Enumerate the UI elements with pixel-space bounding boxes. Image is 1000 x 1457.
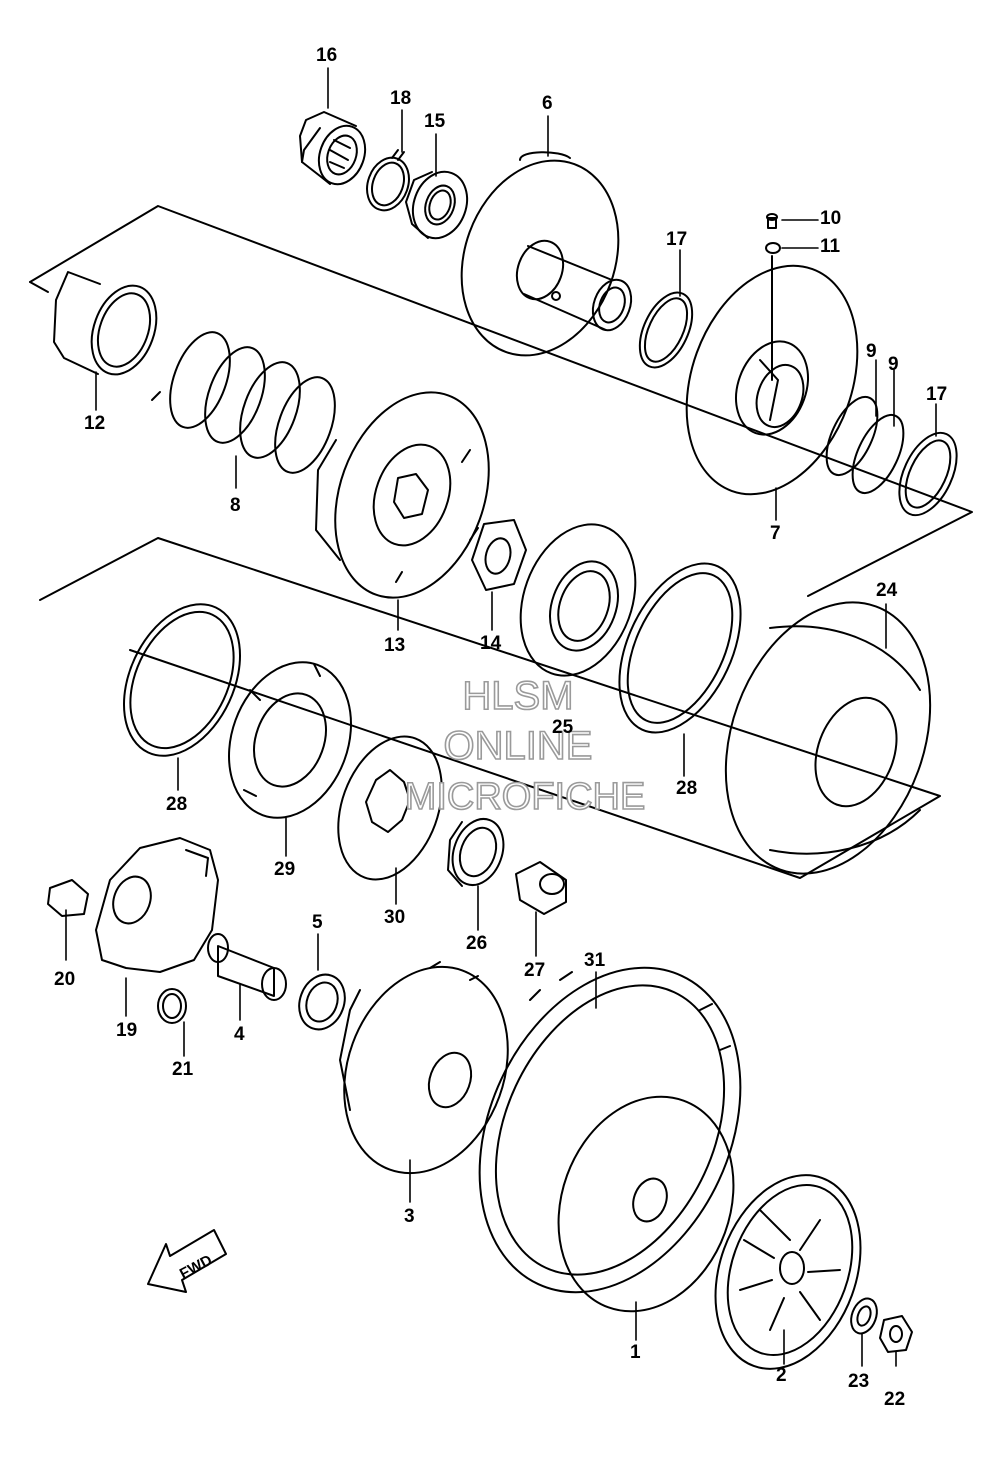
callout-21: 21 (172, 1059, 194, 1080)
callout-5: 5 (312, 912, 323, 933)
watermark-line-3: MICROFICHE (404, 776, 646, 818)
callout-11: 11 (820, 236, 841, 257)
part-18-circlip (366, 149, 410, 212)
callout-15: 15 (424, 111, 446, 132)
part-15-ball-bearing (405, 170, 469, 240)
callout-1: 1 (630, 1342, 641, 1363)
callout-6: 6 (542, 93, 553, 114)
callout-28-right: 28 (676, 778, 698, 799)
callout-25: 25 (552, 717, 574, 738)
part-11-o-ring (765, 242, 781, 254)
part-30-plate (337, 735, 443, 881)
fwd-arrow-icon: FWD (147, 1229, 227, 1293)
callout-16: 16 (316, 45, 338, 66)
lower-assembly-frame (39, 537, 941, 879)
part-17-seal-lower (898, 431, 958, 517)
part-28-washer-right (618, 562, 742, 734)
callout-8: 8 (230, 495, 241, 516)
callout-17-lower: 17 (926, 384, 948, 405)
part-22-nut (879, 1315, 913, 1353)
part-23-washer (850, 1297, 878, 1335)
part-4-sleeve (207, 933, 287, 1001)
part-13-clutch-shoe (315, 391, 490, 599)
callout-2: 2 (776, 1365, 787, 1386)
part-16-needle-bearing (299, 111, 367, 186)
part-25-bearing (519, 523, 637, 677)
part-17-seal-upper (638, 291, 694, 369)
callout-9-a: 9 (866, 341, 877, 362)
part-20-slide-piece (47, 879, 89, 917)
callout-30: 30 (384, 907, 406, 928)
part-21-roller (157, 988, 187, 1024)
callout-31: 31 (584, 950, 606, 971)
part-14-nut (471, 519, 527, 591)
callout-26: 26 (466, 933, 488, 954)
part-3-drive-face (339, 961, 509, 1175)
callout-22: 22 (884, 1389, 906, 1410)
part-31-v-belt (478, 966, 742, 1294)
callout-27: 27 (524, 960, 546, 981)
callout-18: 18 (390, 88, 412, 109)
callout-4: 4 (234, 1024, 245, 1045)
watermark-line-1: HLSM (462, 674, 575, 718)
callout-17-upper: 17 (666, 229, 688, 250)
callout-28-left: 28 (166, 794, 188, 815)
part-24-clutch-housing (724, 601, 932, 875)
callout-19: 19 (116, 1020, 138, 1041)
part-8-spring (151, 331, 336, 474)
callout-14: 14 (480, 633, 502, 654)
part-29-lock-plate (228, 661, 352, 819)
part-27-nut (515, 861, 567, 915)
upper-assembly-frame (29, 205, 973, 597)
part-19-cam (95, 837, 219, 973)
part-9-o-ring-a (825, 396, 879, 476)
callout-7: 7 (770, 523, 781, 544)
part-6-driven-face (460, 151, 633, 357)
callout-10: 10 (820, 208, 842, 229)
part-10-pin (766, 213, 778, 229)
fwd-label: FWD (177, 1252, 215, 1283)
callout-29: 29 (274, 859, 296, 880)
part-5-bush (298, 973, 346, 1031)
part-26-collar (447, 818, 505, 887)
callout-20: 20 (54, 969, 76, 990)
part-28-washer-left (122, 603, 242, 757)
callout-9-b: 9 (888, 354, 899, 375)
part-1-fixed-face (557, 1095, 735, 1313)
part-2-fan-gear (714, 1174, 862, 1370)
callout-13: 13 (384, 635, 406, 656)
leader-lines (65, 67, 937, 1367)
callout-24: 24 (876, 580, 898, 601)
callout-12: 12 (84, 413, 106, 434)
part-9-o-ring-b (851, 414, 905, 494)
watermark-line-2: ONLINE (443, 724, 594, 768)
callout-23: 23 (848, 1371, 870, 1392)
callout-3: 3 (404, 1206, 415, 1227)
part-12-spring-seat (53, 271, 158, 376)
